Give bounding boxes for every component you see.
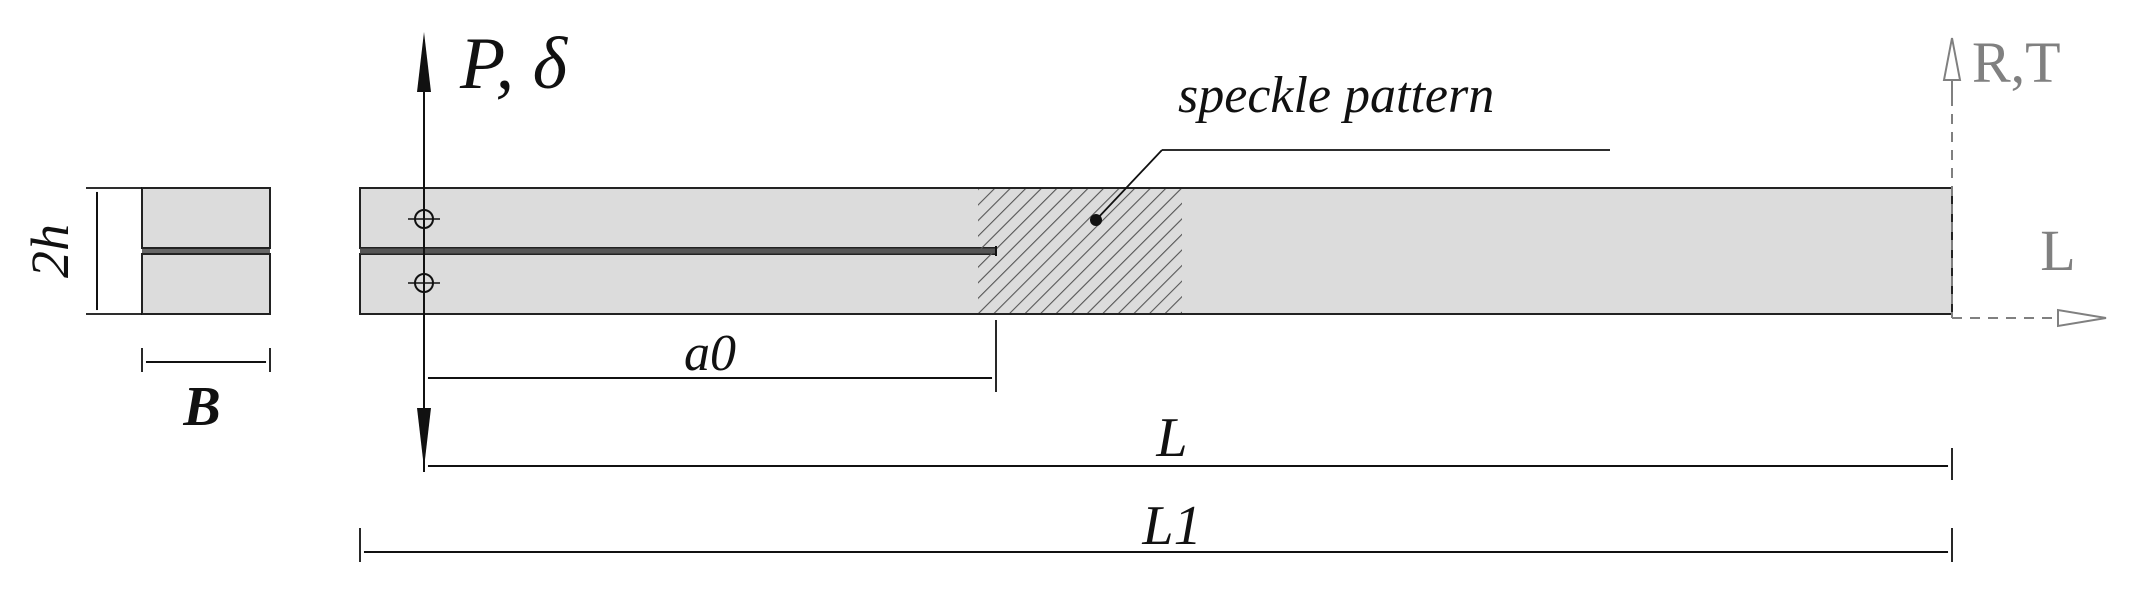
l-axis-label: L bbox=[2040, 218, 2075, 283]
thickness-label: 2h bbox=[20, 224, 80, 278]
span-length-label: L bbox=[1155, 407, 1187, 469]
cross-section bbox=[141, 187, 271, 315]
crack-length-dimension: a0 bbox=[427, 320, 997, 392]
speckle-callout: speckle pattern bbox=[1090, 67, 1610, 226]
load-displacement-label: P, δ bbox=[459, 23, 569, 105]
cross-section-upper-arm bbox=[141, 187, 271, 249]
speckle-pattern-region bbox=[978, 189, 1182, 313]
beam-bonded-region bbox=[996, 247, 1951, 255]
load-up-arrow-icon bbox=[417, 32, 431, 92]
speckle-leader-dot bbox=[1090, 214, 1102, 226]
rt-axis-arrow-icon bbox=[1942, 37, 1962, 81]
total-length-dimension: L1 bbox=[359, 495, 1953, 562]
speckle-label: speckle pattern bbox=[1178, 67, 1494, 124]
rt-axis-label: R,T bbox=[1972, 30, 2061, 95]
speckle-leader-line bbox=[1095, 149, 1163, 221]
load-arrows: P, δ bbox=[417, 23, 569, 472]
total-length-label: L1 bbox=[1141, 495, 1201, 557]
width-dimension: B bbox=[141, 348, 271, 438]
load-down-arrow-icon bbox=[417, 408, 431, 468]
l-axis-arrow-icon bbox=[2057, 308, 2107, 328]
crack-length-label: a0 bbox=[684, 325, 736, 382]
thickness-dimension: 2h bbox=[20, 187, 142, 315]
material-axes: R,T L bbox=[1942, 30, 2107, 328]
width-label: B bbox=[182, 376, 220, 438]
beam-side-view bbox=[359, 187, 1953, 315]
cross-section-lower-arm bbox=[141, 253, 271, 315]
span-length-dimension: L bbox=[427, 407, 1953, 480]
